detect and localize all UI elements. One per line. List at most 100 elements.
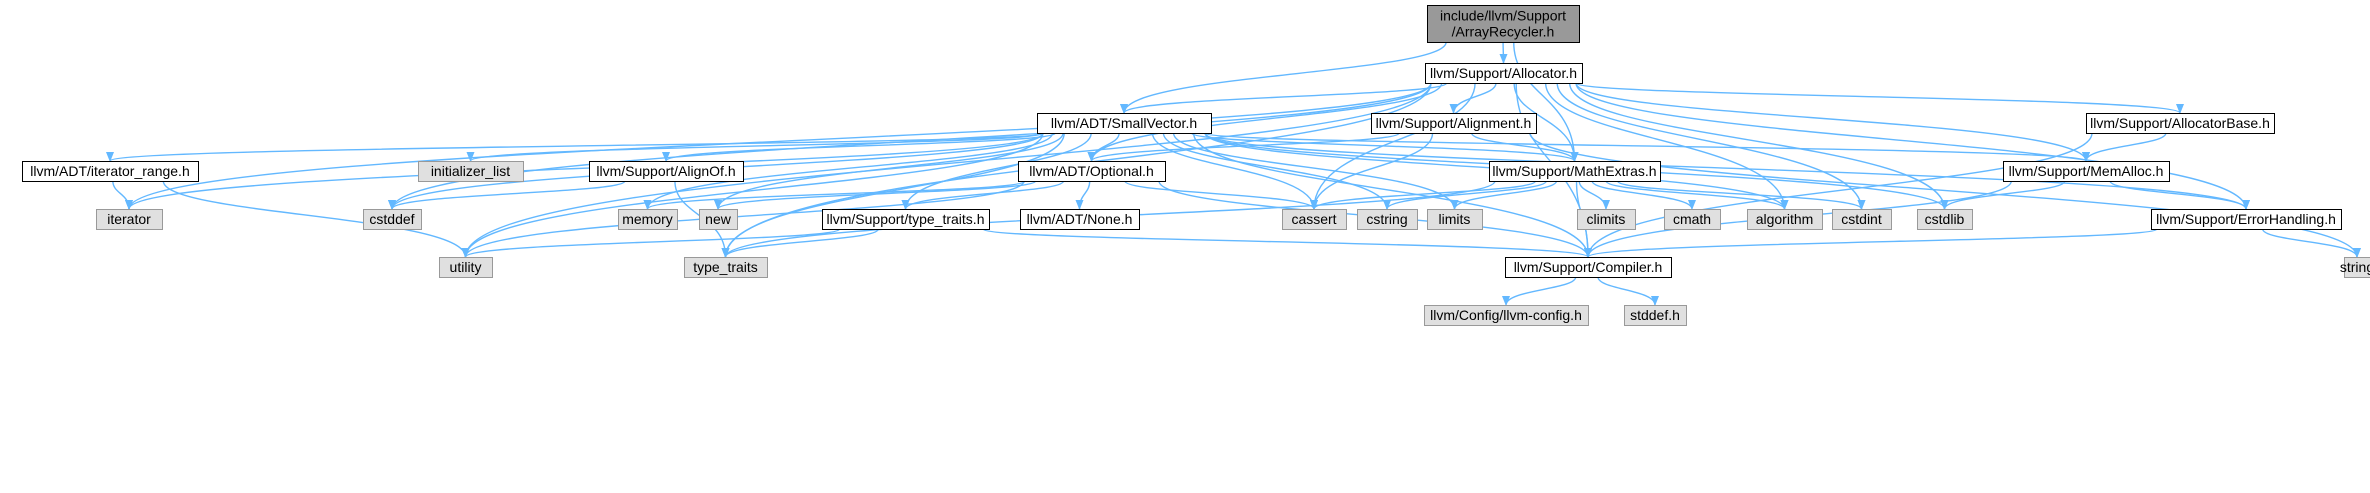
- node-box: [1371, 113, 1537, 134]
- node-allocator[interactable]: llvm/Support/Allocator.h: [1425, 63, 1583, 84]
- edge-compiler-to-llvmconfig: [1502, 276, 1577, 306]
- node-new: new: [699, 209, 738, 230]
- node-cstddef: cstddef: [363, 209, 422, 230]
- node-llvmconfig: llvm/Config/llvm-config.h: [1424, 305, 1589, 326]
- node-string: string: [2340, 257, 2370, 278]
- node-stddef: stddef.h: [1624, 305, 1687, 326]
- node-typetraits_h[interactable]: llvm/Support/type_traits.h: [822, 209, 990, 230]
- node-errorhandling[interactable]: llvm/Support/ErrorHandling.h: [2151, 209, 2342, 230]
- edge-allocator-to-allocbase: [1575, 82, 2184, 114]
- node-cstdint: cstdint: [1832, 209, 1892, 230]
- node-alignof[interactable]: llvm/Support/AlignOf.h: [589, 161, 744, 182]
- edge-smallvector-to-cstring: [1162, 132, 1391, 210]
- edge-mathextras-to-cmath: [1591, 180, 1696, 210]
- node-box: [1489, 161, 1661, 182]
- node-cstdlib: cstdlib: [1917, 209, 1973, 230]
- edge-alignment-to-string: [1529, 132, 2361, 258]
- node-box: [1577, 209, 1636, 230]
- node-label: llvm/ADT/SmallVector.h: [1051, 115, 1197, 131]
- edge-root-to-smallvector: [1120, 41, 1447, 114]
- edge-allocator-to-errorhandling: [1575, 82, 2250, 210]
- edge-line: [1151, 132, 1318, 210]
- node-label: type_traits: [693, 259, 758, 275]
- node-box: [1282, 209, 1347, 230]
- node-label: algorithm: [1756, 211, 1814, 227]
- node-box: [684, 257, 768, 278]
- edge-iterrange-to-utility: [162, 180, 470, 258]
- edge-line: [1162, 132, 1391, 210]
- edge-line: [1529, 132, 2361, 258]
- node-none[interactable]: llvm/ADT/None.h: [1020, 209, 1140, 230]
- edge-mathextras-to-limits: [1450, 180, 1558, 210]
- edge-line: [901, 132, 1092, 210]
- edge-smallvector-to-typetraits_h: [901, 132, 1092, 210]
- node-allocbase[interactable]: llvm/Support/AllocatorBase.h: [2086, 113, 2275, 134]
- node-smallvector[interactable]: llvm/ADT/SmallVector.h: [1037, 113, 1212, 134]
- node-box: [1425, 63, 1583, 84]
- node-compiler[interactable]: llvm/Support/Compiler.h: [1505, 257, 1672, 278]
- node-initlist: initializer_list: [418, 161, 524, 182]
- edge-line: [1502, 276, 1577, 306]
- edge-optional-to-utility: [461, 180, 1025, 258]
- node-box: [1664, 209, 1721, 230]
- node-root[interactable]: include/llvm/Support/ArrayRecycler.h: [1427, 5, 1580, 43]
- edge-line: [1172, 132, 1459, 210]
- edge-typetraits_h-to-utility: [461, 228, 841, 258]
- edge-alignment-to-optional: [1087, 132, 1400, 162]
- edge-line: [1204, 132, 2250, 210]
- edge-allocbase-to-compiler: [1584, 132, 2093, 258]
- node-label: llvm/Support/ErrorHandling.h: [2156, 211, 2336, 227]
- edge-allocator-to-cstdint: [1556, 82, 1866, 210]
- node-box: [1747, 209, 1823, 230]
- node-label: stddef.h: [1630, 307, 1680, 323]
- edge-mathextras-to-cassert: [1310, 180, 1537, 210]
- node-optional[interactable]: llvm/ADT/Optional.h: [1018, 161, 1166, 182]
- edge-allocator-to-cstdlib: [1568, 82, 1949, 210]
- node-label: llvm/Support/AlignOf.h: [596, 163, 735, 179]
- node-memalloc[interactable]: llvm/Support/MemAlloc.h: [2003, 161, 2170, 182]
- edge-line: [1568, 82, 1949, 210]
- node-box: [699, 209, 738, 230]
- node-type_traits: type_traits: [684, 257, 768, 278]
- edge-smallvector-to-iterrange: [106, 132, 1044, 162]
- node-cmath: cmath: [1664, 209, 1721, 230]
- edge-line: [1940, 180, 2066, 210]
- edge-smallvector-to-type_traits: [721, 132, 1065, 258]
- node-alignment[interactable]: llvm/Support/Alignment.h: [1371, 113, 1537, 134]
- edge-memalloc-to-cstdlib: [1940, 180, 2066, 210]
- node-label: cmath: [1673, 211, 1711, 227]
- edge-smallvector-to-iterator: [125, 132, 1044, 210]
- edge-smallvector-to-limits: [1172, 132, 1459, 210]
- edge-allocator-to-iterator: [125, 82, 1432, 210]
- edge-mathextras-to-cstdint: [1616, 180, 1866, 210]
- edge-line: [1204, 132, 2090, 162]
- edge-errorhandling-to-compiler: [1584, 228, 2158, 258]
- node-iterator: iterator: [96, 209, 163, 230]
- node-label: initializer_list: [431, 163, 510, 179]
- edge-line: [388, 180, 626, 210]
- edge-line: [721, 132, 1065, 258]
- node-label: cstring: [1366, 211, 1407, 227]
- node-box: [439, 257, 493, 278]
- edge-line: [125, 82, 1432, 210]
- node-utility: utility: [439, 257, 493, 278]
- edge-allocator-to-algorithm: [1544, 82, 1789, 210]
- edge-line: [1087, 132, 1400, 162]
- edge-errorhandling-to-string: [2261, 228, 2361, 258]
- edge-line: [162, 180, 470, 258]
- node-box: [2344, 257, 2370, 278]
- edge-line: [112, 180, 133, 210]
- edge-line: [1605, 180, 1789, 210]
- edge-line: [1450, 180, 1558, 210]
- node-label: /ArrayRecycler.h: [1452, 24, 1555, 40]
- node-box: [22, 161, 199, 182]
- node-limits: limits: [1427, 209, 1483, 230]
- node-label: llvm/ADT/Optional.h: [1029, 163, 1153, 179]
- node-iterrange[interactable]: llvm/ADT/iterator_range.h: [22, 161, 199, 182]
- node-label: llvm/Support/MemAlloc.h: [2009, 163, 2164, 179]
- edge-line: [1310, 132, 1434, 210]
- node-box: [1424, 305, 1589, 326]
- node-mathextras[interactable]: llvm/Support/MathExtras.h: [1489, 161, 1661, 182]
- node-box: [418, 161, 524, 182]
- edge-line: [1584, 132, 2093, 258]
